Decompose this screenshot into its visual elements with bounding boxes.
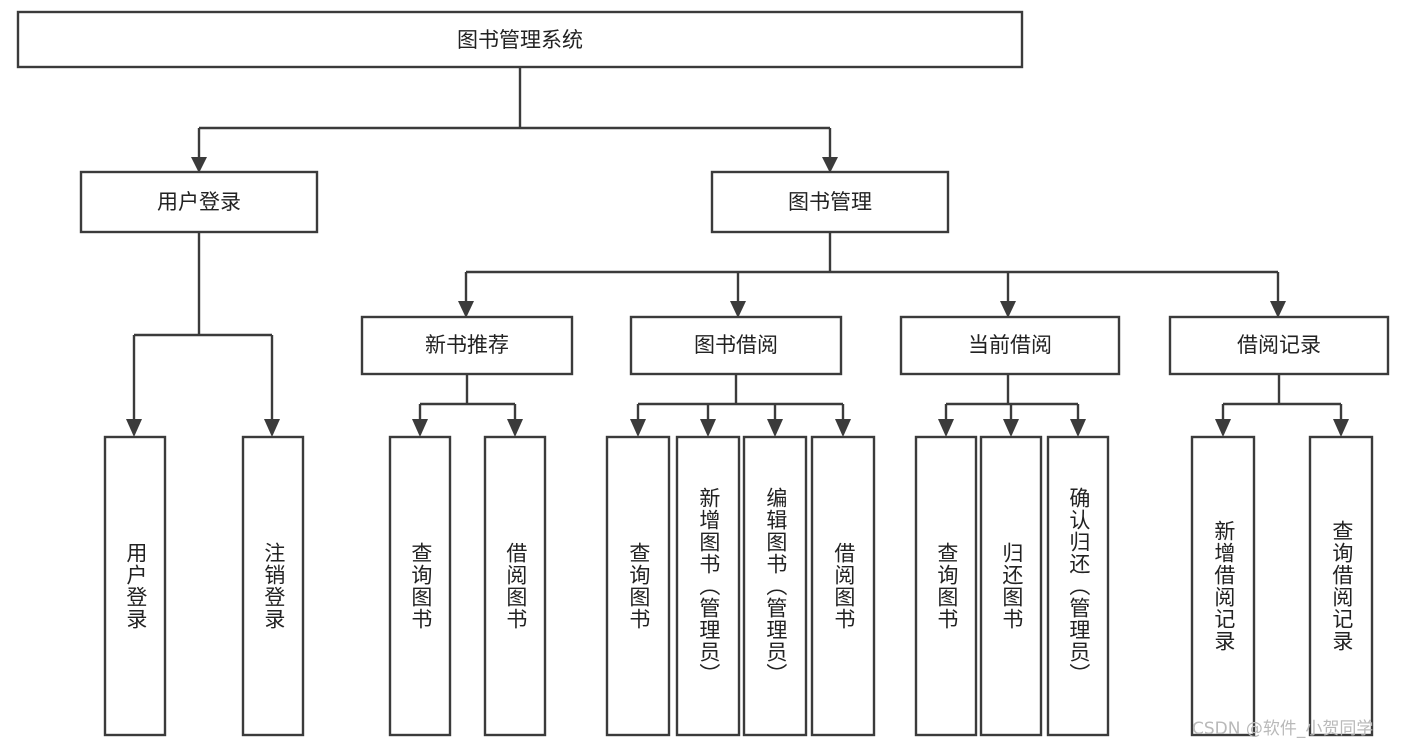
node-new-book-rec-label: 新书推荐 [425, 333, 509, 357]
node-new-book-rec-box[interactable] [360, 315, 574, 376]
node-borrow-record-box[interactable] [1168, 315, 1390, 376]
arrowhead-new-book-rec [458, 301, 474, 318]
arrowhead-leaf-add-book [700, 419, 716, 437]
arrowhead-user-login [191, 157, 207, 173]
leaf-borrow-book-bor-box[interactable] [810, 435, 876, 737]
watermark-text: CSDN @软件_小贺同学 [1192, 719, 1374, 739]
leaf-confirm-return-box[interactable] [1046, 435, 1110, 737]
node-user-login-box[interactable] [79, 170, 319, 234]
nodes-group: 图书管理系统 用户登录 图书管理 新书推荐 图书借阅 当前借阅 借阅记录 [16, 10, 1390, 376]
leaf-return-book-box[interactable] [979, 435, 1043, 737]
node-borrow-record-label: 借阅记录 [1237, 333, 1321, 357]
arrowhead-leaf-logout [264, 419, 280, 437]
arrowhead-leaf-borrow-book-bor [835, 419, 851, 437]
arrowhead-book-borrow [730, 301, 746, 318]
node-book-borrow-box[interactable] [629, 315, 843, 376]
node-book-manage-box[interactable] [710, 170, 950, 234]
leaf-borrow-book-rec-box[interactable] [483, 435, 547, 737]
arrowhead-leaf-query-book-bor [630, 419, 646, 437]
arrowhead-book-manage [822, 157, 838, 173]
leaf-add-record-box[interactable] [1190, 435, 1256, 737]
arrowhead-leaf-user-login [126, 419, 142, 437]
leaf-query-book-bor-box[interactable] [605, 435, 671, 737]
arrowhead-leaf-borrow-book-rec [507, 419, 523, 437]
arrowhead-borrow-record [1270, 301, 1286, 318]
leaf-user-login-box[interactable] [103, 435, 167, 737]
arrowhead-leaf-confirm-return [1070, 419, 1086, 437]
leaf-logout-box[interactable] [241, 435, 305, 737]
arrowhead-current-borrow [1000, 301, 1016, 318]
arrowhead-leaf-query-book-cur [938, 419, 954, 437]
edges-group [126, 67, 1349, 437]
leaf-add-book-box[interactable] [675, 435, 741, 737]
node-root-box[interactable] [16, 10, 1024, 69]
leaf-query-book-cur-box[interactable] [914, 435, 978, 737]
node-user-login-label: 用户登录 [157, 190, 241, 214]
arrowhead-leaf-query-record [1333, 419, 1349, 437]
arrowhead-leaf-return-book [1003, 419, 1019, 437]
arrowhead-leaf-edit-book [767, 419, 783, 437]
node-book-borrow-label: 图书借阅 [694, 333, 778, 357]
leaf-edit-book-box[interactable] [742, 435, 808, 737]
arrowhead-leaf-add-record [1215, 419, 1231, 437]
arrowhead-leaf-query-book-rec [412, 419, 428, 437]
node-root-label: 图书管理系统 [457, 28, 583, 52]
leaf-boxes-group [103, 435, 1374, 737]
node-current-borrow-box[interactable] [899, 315, 1121, 376]
leaf-query-book-rec-box[interactable] [388, 435, 452, 737]
node-book-manage-label: 图书管理 [788, 190, 872, 214]
leaf-query-record-box[interactable] [1308, 435, 1374, 737]
node-current-borrow-label: 当前借阅 [968, 333, 1052, 357]
